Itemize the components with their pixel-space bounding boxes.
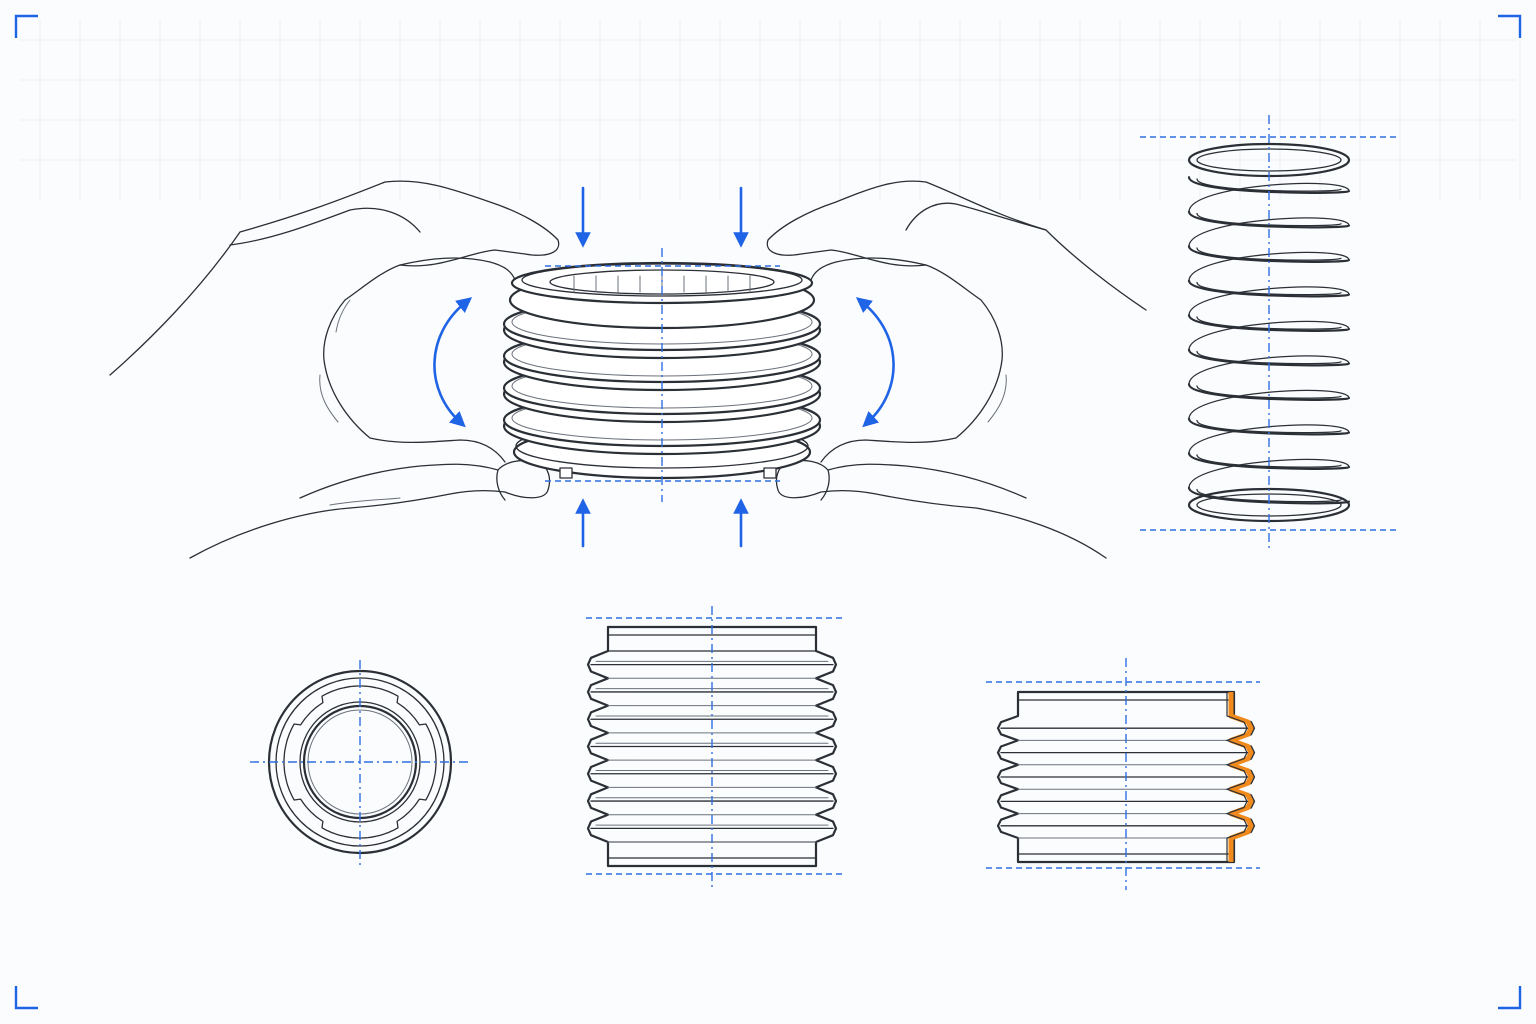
curved-arrow-left <box>433 297 473 428</box>
bellows-top-view <box>250 660 470 866</box>
spring-coil-front-inner <box>1196 247 1342 261</box>
section-wall-cut-edge <box>1225 692 1248 862</box>
bellows-side-view <box>586 606 846 890</box>
spring-coil-back <box>1188 389 1350 420</box>
corner-mark-top-right <box>1498 14 1522 38</box>
bellows-foot <box>559 467 573 479</box>
right-hand <box>766 180 1147 559</box>
bellows-foot <box>763 467 777 479</box>
corner-mark-bottom-left <box>14 986 38 1010</box>
spring-coil-front <box>1187 245 1351 263</box>
flex-arrows <box>433 297 895 428</box>
bellows-half-section-view <box>986 658 1260 890</box>
spring-coil-back <box>1188 320 1350 351</box>
coil-spring <box>1140 115 1396 552</box>
section-view-outline <box>996 690 1256 864</box>
spring-coil-front <box>1187 383 1351 401</box>
background-grid <box>20 20 1521 200</box>
spring-coil-front-inner <box>1196 419 1342 434</box>
side-view-outline <box>586 625 838 868</box>
compression-arrows <box>575 186 749 548</box>
curved-arrow-right <box>855 297 895 428</box>
frame-corner-marks <box>14 14 1522 1010</box>
corner-mark-bottom-right <box>1498 986 1522 1010</box>
spring-coil-back <box>1188 217 1350 247</box>
section-wall-cut <box>1228 692 1254 862</box>
hands-compressing-bellows <box>109 180 1147 559</box>
spring-coil-front <box>1187 210 1351 229</box>
spring-coil-front-inner <box>1196 385 1342 399</box>
left-hand <box>109 180 560 559</box>
spring-coil-front <box>1187 452 1351 470</box>
spring-coil-front-inner <box>1196 178 1342 192</box>
bellows-top-flange-inner <box>521 263 803 297</box>
spring-coil-front <box>1187 279 1351 298</box>
spring-coil-front-inner <box>1196 454 1342 468</box>
corner-mark-top-left <box>14 14 38 38</box>
